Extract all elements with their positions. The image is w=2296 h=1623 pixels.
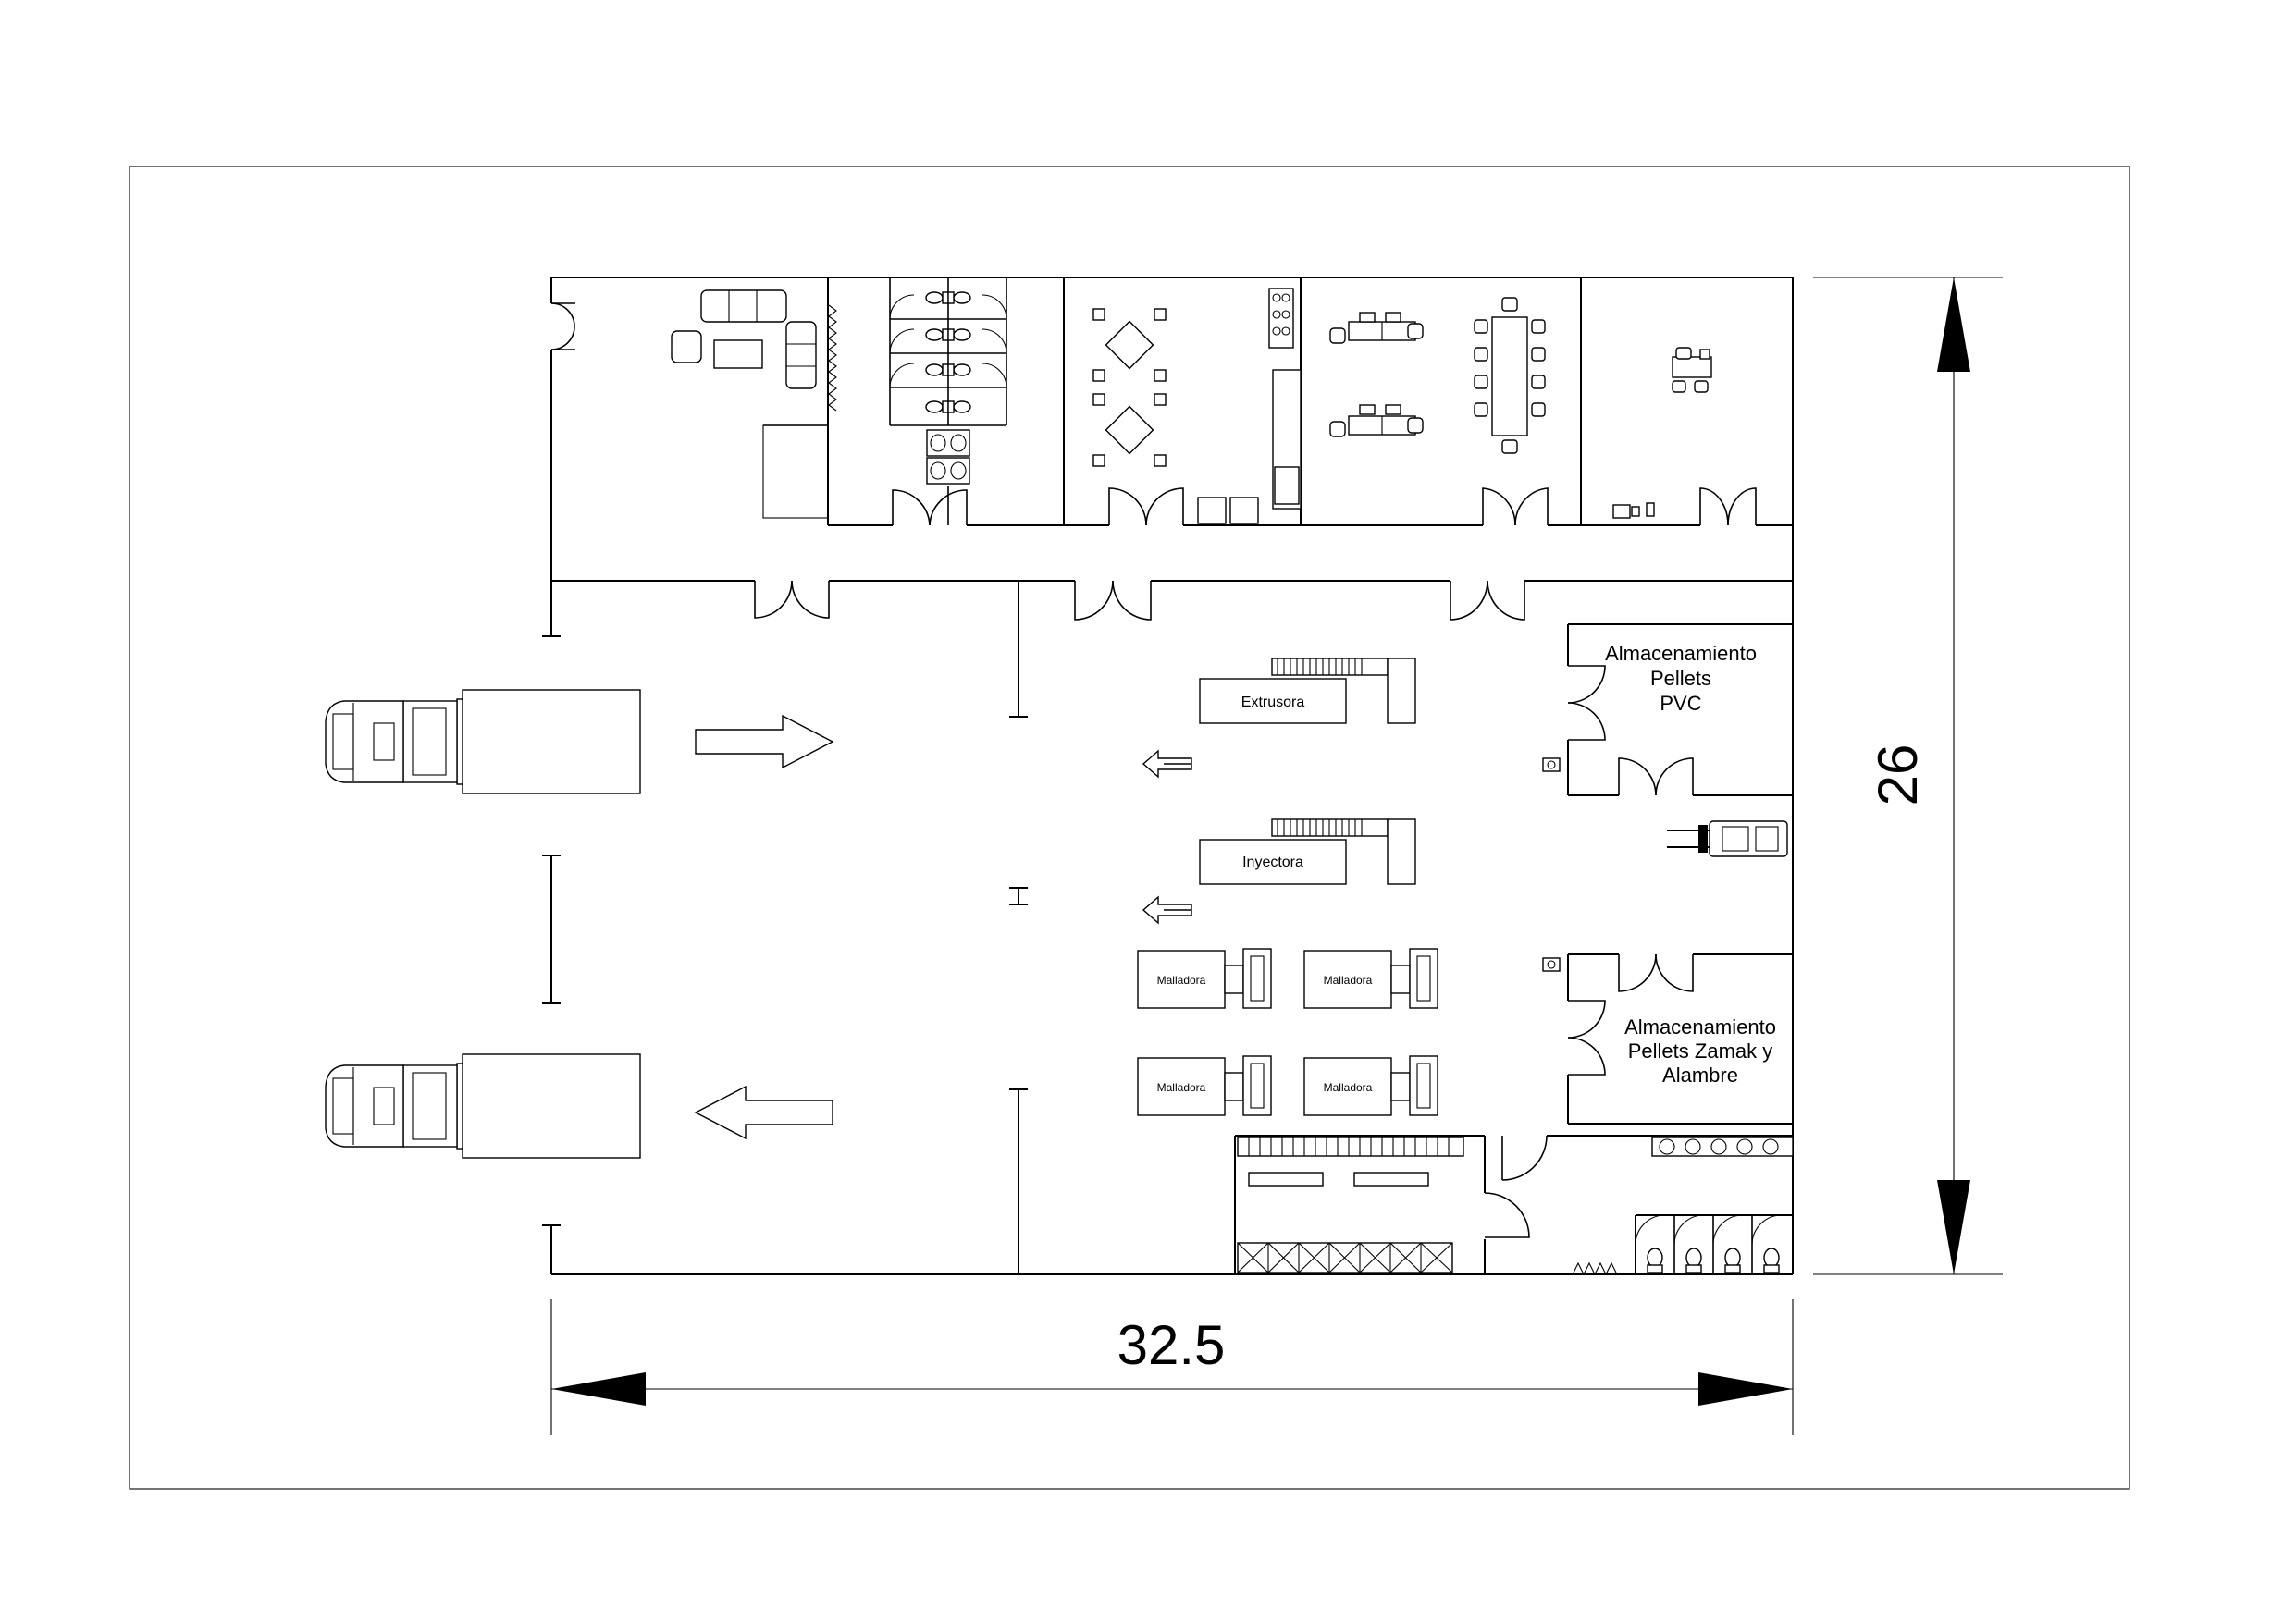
office-desks [1329,297,1546,454]
chair-icon [1675,347,1692,360]
arrow-icon [1142,895,1192,925]
door-icon [550,302,575,350]
workshop-area [1234,1135,1793,1274]
arrow-icon [694,1085,833,1140]
chair-icon [1329,421,1346,437]
height-label: 26 [1867,744,1929,806]
fire-extinguisher-icon [1542,957,1561,972]
mesh-label: Malladora [1324,1081,1373,1094]
door-icon [1450,580,1525,621]
truck-icon [325,689,641,794]
toilet-icon [1647,1248,1780,1273]
width-label: 32.5 [1117,1314,1226,1376]
chair-icon [1329,327,1346,344]
dimension-height: 26 [1813,277,2003,1275]
door-icon [1074,580,1152,621]
restroom-block [889,277,1007,525]
worker-restrooms [1572,1137,1794,1276]
mesh-label: Malladora [1324,974,1373,987]
lounge-furniture [671,289,837,412]
dimension-width: 32.5 [550,1299,1794,1435]
building-walls [542,277,1794,1275]
sofa-icon [785,321,817,389]
mesh-machine-4: Malladora [1303,1055,1438,1116]
mesh-machine-2: Malladora [1303,948,1438,1009]
armchair-icon [671,330,702,363]
door-icon [1108,487,1184,526]
storage-pvc-room: Almacenamiento Pellets PVC [1542,623,1793,796]
storage-pvc-title-3: PVC [1660,692,1701,715]
truck-icon [325,1053,641,1159]
chair-icon [1407,323,1424,339]
coffee-table-icon [713,339,763,369]
meeting-table-icon [1491,316,1528,436]
door-icon [754,580,830,619]
toilet-icon [925,291,971,413]
storage-zamak-title-3: Alambre [1662,1064,1738,1087]
storage-zamak-title-1: Almacenamiento [1624,1015,1776,1039]
door-icon [1699,487,1757,526]
storage-zamak-room: Almacenamiento Pellets Zamak y Alambre [1542,953,1793,1125]
chair-icon [1694,380,1709,393]
desk-icon [1672,356,1712,378]
sink-icon [1274,466,1300,505]
table-icon [1092,393,1167,467]
cafeteria-furniture [1092,288,1302,524]
injector-machine: Inyectora [1199,818,1416,885]
arrow-icon [1142,749,1192,779]
fridge-icon [1197,497,1227,524]
sheet-frame [129,166,2130,1490]
extruder-machine: Extrusora [1199,658,1416,724]
table-icon [1092,308,1167,382]
storage-pvc-title-2: Pellets [1650,667,1711,690]
crate-icon [1237,1242,1453,1273]
workbench-icon [1248,1172,1324,1187]
printer-icon [1612,504,1631,519]
door-icon [892,489,968,526]
injector-label: Inyectora [1242,855,1303,870]
workbench-icon [1353,1172,1429,1187]
mesh-label: Malladora [1157,1081,1206,1094]
fire-extinguisher-icon [1542,757,1561,772]
sink-icon [1651,1137,1794,1157]
mesh-machine-1: Malladora [1137,948,1272,1009]
chair-icon [1407,417,1424,434]
chair-icon [1672,380,1686,393]
arrow-icon [695,714,834,769]
sink-icon [926,429,970,485]
sofa-icon [700,289,787,323]
door-icon [1482,487,1549,526]
mesh-label: Malladora [1157,974,1206,987]
mesh-machine-3: Malladora [1137,1055,1272,1116]
storage-pvc-title-1: Almacenamiento [1605,642,1757,665]
manager-office [1612,347,1712,519]
forklift-icon [1667,820,1788,857]
extruder-label: Extrusora [1241,695,1305,710]
fridge-icon [1229,497,1259,524]
storage-zamak-title-2: Pellets Zamak y [1628,1039,1773,1063]
